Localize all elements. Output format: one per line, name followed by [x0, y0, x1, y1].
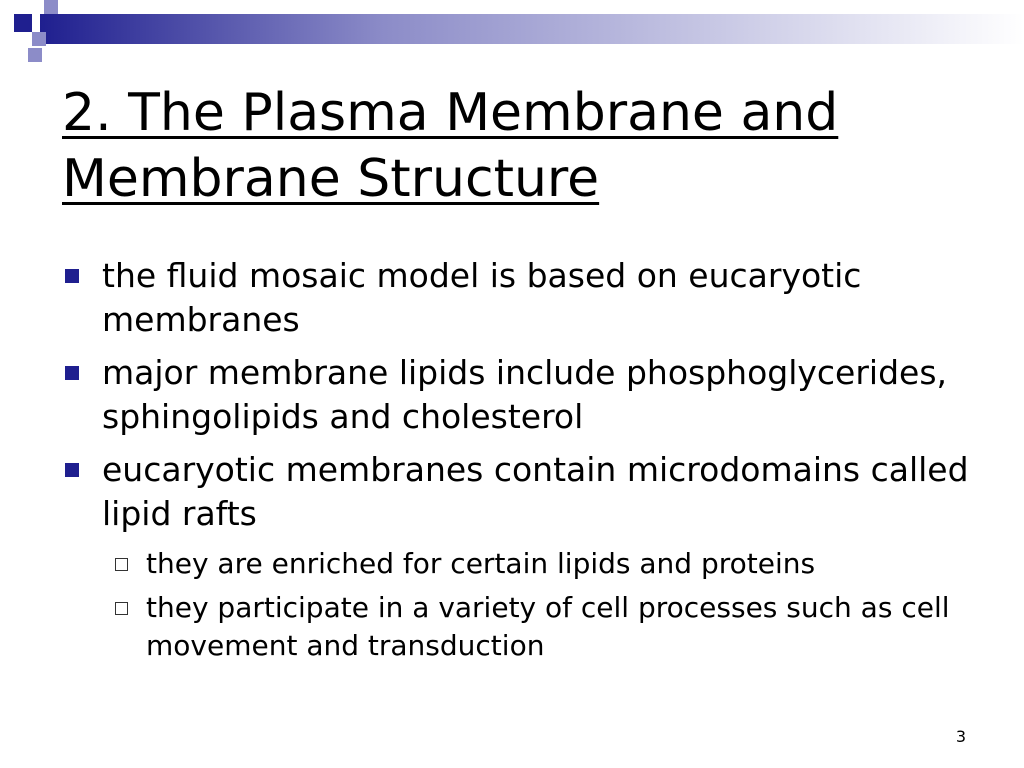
filled-square-icon [65, 366, 79, 380]
sub-bullet-item: they participate in a variety of cell pr… [62, 589, 982, 665]
slide-title: 2. The Plasma Membrane and Membrane Stru… [62, 83, 839, 209]
page-number: 3 [955, 727, 967, 746]
hollow-square-icon [115, 602, 128, 615]
bullet-item: major membrane lipids include phosphogly… [62, 351, 982, 439]
bullet-item: eucaryotic membranes contain microdomain… [62, 448, 982, 536]
filled-square-icon [65, 463, 79, 477]
sub-bullet-text: they are enriched for certain lipids and… [146, 547, 816, 580]
sub-bullet-list: they are enriched for certain lipids and… [62, 545, 982, 665]
bullet-item: the fluid mosaic model is based on eucar… [62, 254, 982, 342]
bullet-list: the fluid mosaic model is based on eucar… [62, 254, 982, 671]
hollow-square-icon [115, 558, 128, 571]
bullet-text: the fluid mosaic model is based on eucar… [102, 256, 862, 339]
decorative-square [44, 0, 58, 14]
sub-bullet-item: they are enriched for certain lipids and… [62, 545, 982, 583]
bullet-text: major membrane lipids include phosphogly… [102, 353, 948, 436]
header-gradient-band [40, 14, 1024, 44]
decorative-square [14, 14, 32, 32]
bullet-text: eucaryotic membranes contain microdomain… [102, 450, 969, 533]
filled-square-icon [65, 269, 79, 283]
sub-bullet-text: they participate in a variety of cell pr… [146, 591, 950, 662]
decorative-square [32, 32, 46, 46]
decorative-square [28, 48, 42, 62]
